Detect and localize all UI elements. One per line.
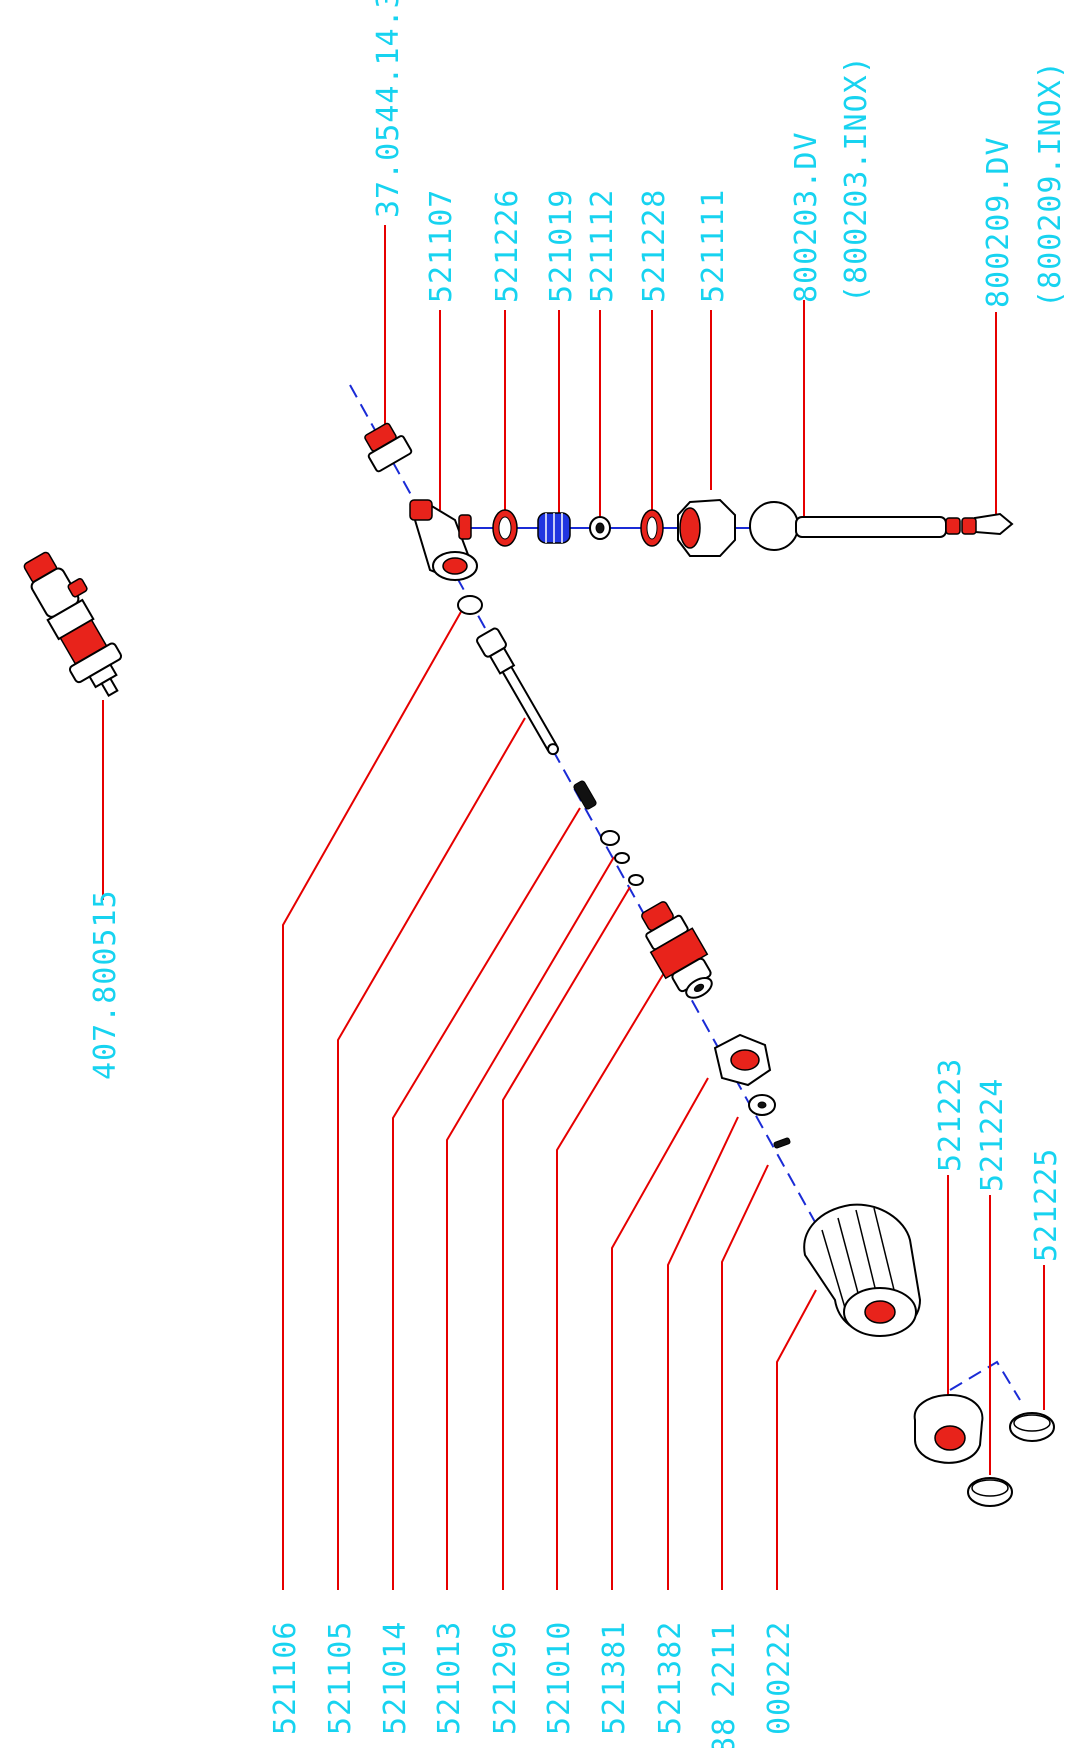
part-000222-grip-nut xyxy=(803,1203,922,1337)
label-800203-inox: (800203.INOX) xyxy=(839,55,874,303)
label-521224: 521224 xyxy=(975,1078,1010,1192)
part-521381-hex-nut xyxy=(713,1033,772,1087)
part-37-0544-14-38 xyxy=(364,422,413,473)
label-521226: 521226 xyxy=(490,189,525,303)
part-521225-cap xyxy=(1009,1412,1055,1442)
part-521223-threaded-cap xyxy=(913,1393,984,1464)
part-521382-washer-hole xyxy=(757,1101,767,1109)
part-521013-washer xyxy=(600,830,620,846)
label-521105: 521105 xyxy=(323,1621,358,1735)
part-800203-lance xyxy=(749,501,961,551)
label-88-2211: 88 2211 xyxy=(707,1622,742,1748)
label-521296: 521296 xyxy=(488,1621,523,1735)
part-521014-pin xyxy=(573,780,597,810)
label-800209-dv: 800209.DV xyxy=(981,136,1016,308)
part-521296-oring-a xyxy=(614,852,630,864)
label-407-800515: 407.800515 xyxy=(88,889,123,1080)
part-521224-cap xyxy=(967,1477,1013,1507)
part-407-800515-assembly xyxy=(23,551,123,698)
label-521019: 521019 xyxy=(544,189,579,303)
label-800203-dv: 800203.DV xyxy=(789,131,824,303)
part-521106-ring xyxy=(457,595,483,615)
label-521107: 521107 xyxy=(424,189,459,303)
part-521010-fitting xyxy=(641,901,713,999)
part-521226-oring-hole xyxy=(498,516,512,540)
label-521223: 521223 xyxy=(933,1058,968,1172)
label-37-0544-14-38: 37.0544.14.38 xyxy=(371,0,406,218)
part-521296-oring-b xyxy=(628,874,644,886)
label-521010: 521010 xyxy=(542,1621,577,1735)
label-521014: 521014 xyxy=(378,1621,413,1735)
label-000222: 000222 xyxy=(762,1621,797,1735)
label-521381: 521381 xyxy=(597,1621,632,1735)
part-521228-oring-hole xyxy=(646,516,658,540)
label-800209-inox: (800209.INOX) xyxy=(1033,60,1068,308)
label-521111: 521111 xyxy=(696,189,731,303)
label-521112: 521112 xyxy=(585,189,620,303)
label-521106: 521106 xyxy=(268,1621,303,1735)
part-521111-hex-nut xyxy=(677,498,736,557)
part-labels: 37.0544.14.38 521107 521226 521019 52111… xyxy=(88,0,1068,1748)
part-800209-nozzle xyxy=(961,512,1014,536)
part-521019-spring xyxy=(537,512,571,544)
part-521107-body xyxy=(409,499,478,582)
label-521225: 521225 xyxy=(1029,1148,1064,1262)
label-521228: 521228 xyxy=(637,189,672,303)
part-521105-stem xyxy=(476,627,559,756)
part-521112-bushing-inner xyxy=(595,522,605,534)
part-88-2211-clip xyxy=(773,1137,791,1149)
label-521382: 521382 xyxy=(653,1621,688,1735)
leader-lines xyxy=(102,225,1045,1590)
label-521013: 521013 xyxy=(432,1621,467,1735)
